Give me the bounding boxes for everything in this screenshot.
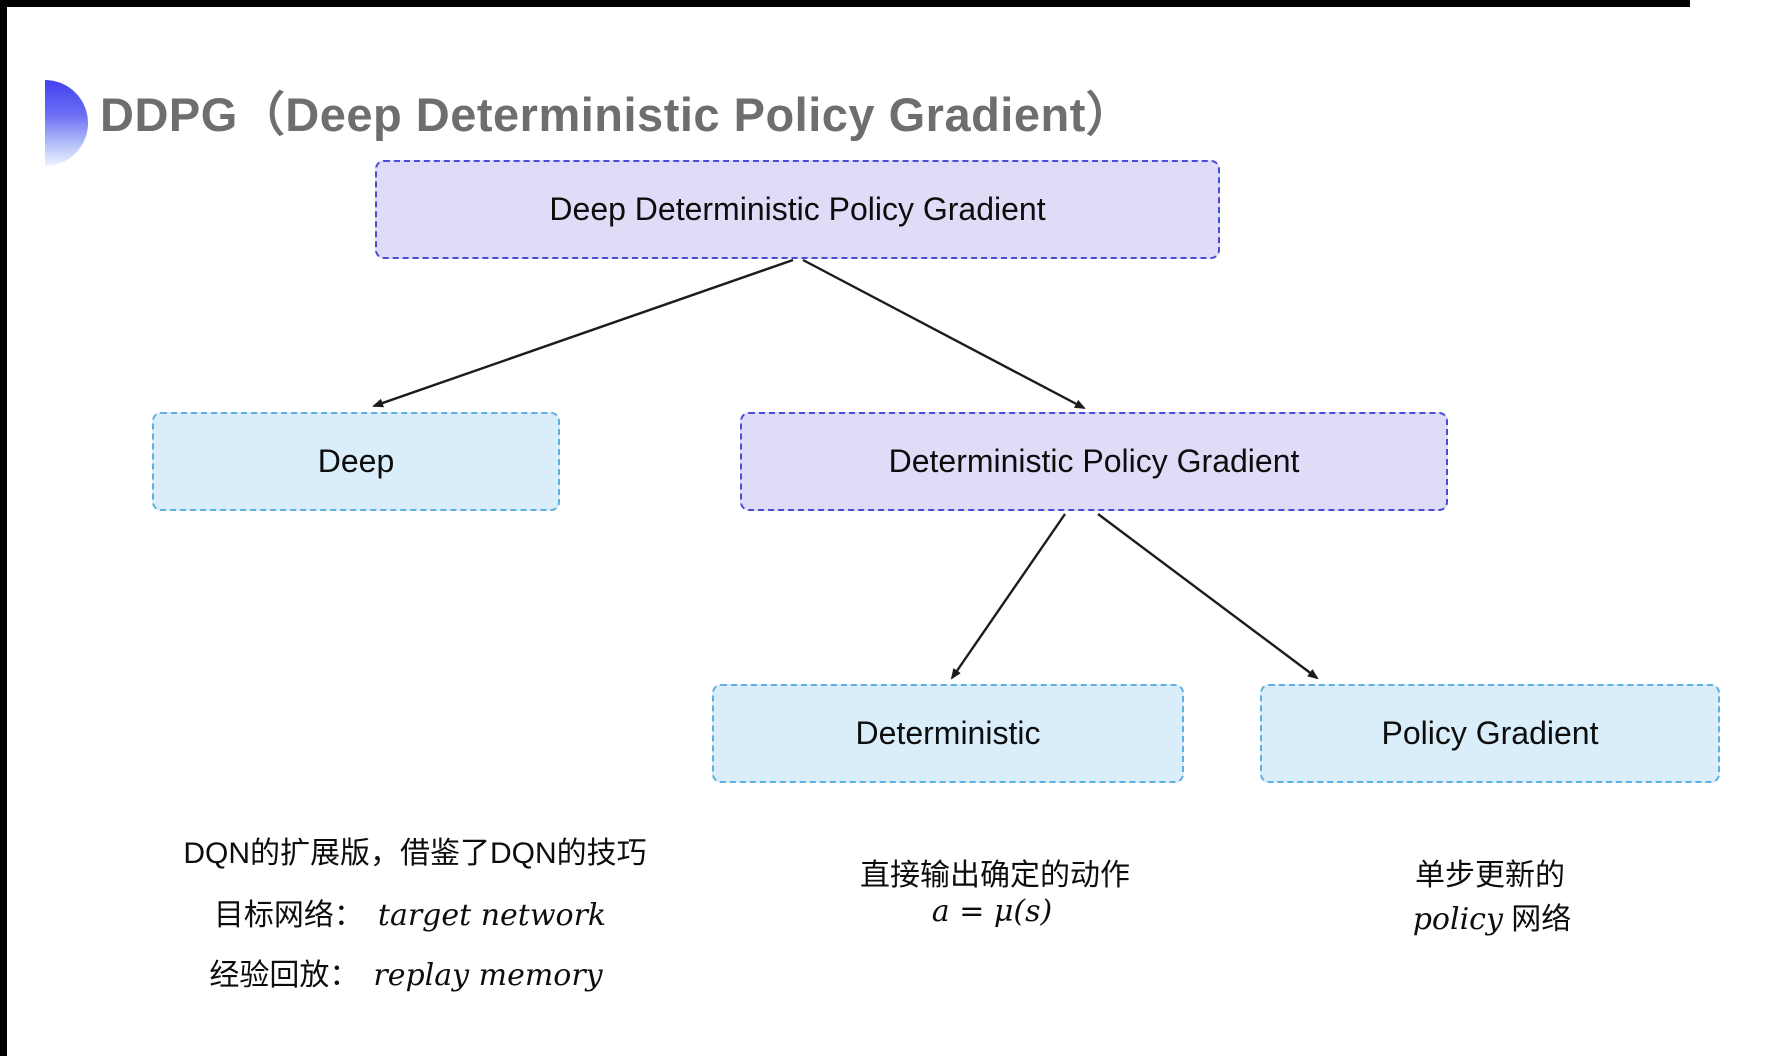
deep-note-line2-zh: 目标网络：	[213, 899, 364, 932]
gradient-semicircle-icon	[45, 80, 88, 166]
node-deep: Deep	[152, 412, 560, 511]
node-deep-deterministic-policy-gradient: Deep Deterministic Policy Gradient	[375, 160, 1220, 259]
top-edge-line	[0, 0, 1690, 7]
node-policy-gradient: Policy Gradient	[1260, 684, 1720, 783]
deep-note-line3-zh: 经验回放：	[209, 959, 360, 992]
deep-note-line1: DQN的扩展版，借鉴了DQN的技巧	[183, 828, 646, 872]
deep-note-line3: 经验回放： replay memory	[209, 950, 602, 994]
formula-text: a = μ(s)	[931, 894, 1053, 929]
deep-note-line2: 目标网络： target network	[214, 890, 606, 934]
pg-note-line2: policy 网络	[1413, 894, 1572, 938]
arrow-root-to-deep	[372, 258, 794, 408]
deep-note-line1-text: DQN的扩展版，借鉴了DQN的技巧	[183, 837, 647, 870]
left-edge-line	[0, 0, 7, 1056]
deep-note-line2-en: target network	[377, 898, 607, 933]
pg-note-line2-en: policy	[1412, 902, 1503, 937]
pg-note-line1: 单步更新的	[1415, 850, 1565, 894]
node-deterministic: Deterministic	[712, 684, 1184, 783]
pg-note-line1-text: 单步更新的	[1415, 859, 1565, 892]
arrow-dpg-to-det	[950, 513, 1066, 680]
node-label: Deterministic Policy Gradient	[888, 443, 1300, 479]
node-label: Deep Deterministic Policy Gradient	[549, 191, 1046, 227]
node-label: Deterministic	[855, 715, 1041, 751]
det-note-line1: 直接输出确定的动作	[860, 850, 1130, 894]
pg-note-line2-zh: 网络	[1502, 903, 1572, 936]
node-label: Deep	[317, 443, 395, 479]
node-deterministic-policy-gradient: Deterministic Policy Gradient	[740, 412, 1448, 511]
det-note-line1-text: 直接输出确定的动作	[860, 859, 1130, 892]
arrow-root-to-dpg	[802, 258, 1086, 410]
slide-title: DDPG（Deep Deterministic Policy Gradient）	[100, 88, 1134, 141]
deep-note-line3-en: replay memory	[373, 958, 603, 993]
node-label: Policy Gradient	[1381, 715, 1599, 751]
det-note-formula: a = μ(s)	[932, 894, 1052, 929]
arrow-dpg-to-pg	[1097, 513, 1319, 680]
